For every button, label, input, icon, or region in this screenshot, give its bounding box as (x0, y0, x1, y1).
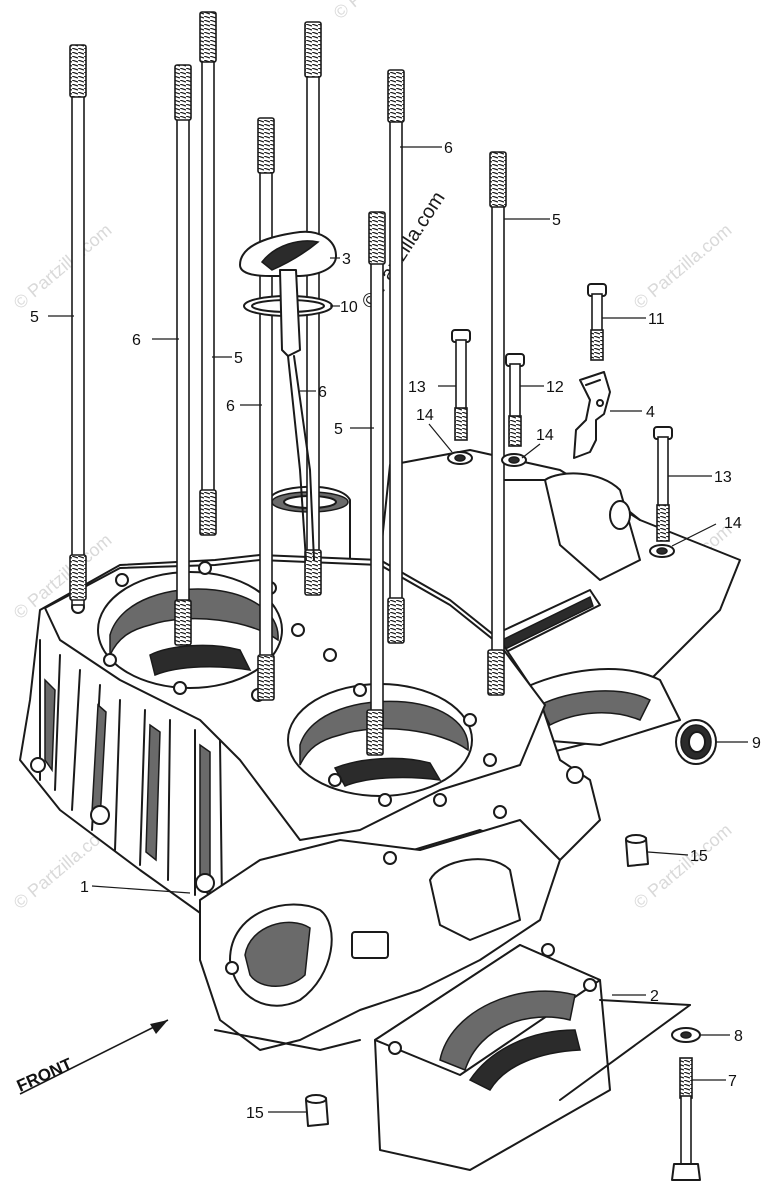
callout-6: 6 (444, 140, 453, 157)
callout-6: 6 (318, 384, 327, 401)
callout-6: 6 (132, 332, 141, 349)
small-hardware (447, 283, 675, 558)
washer-and-bolt (671, 1027, 701, 1181)
front-label: FRONT (14, 1054, 76, 1095)
watermark-text: © Partzilla.com (10, 220, 116, 313)
oil-filler-cap-assembly (239, 230, 337, 561)
stud-set (69, 11, 507, 756)
callout-labels: 5 6 5 6 6 5 6 5 3 10 11 12 13 4 14 14 13… (30, 140, 761, 1122)
callout-13: 13 (408, 379, 426, 396)
callout-14: 14 (536, 427, 554, 444)
callout-5: 5 (30, 309, 39, 326)
watermark-text: © Partzilla.com (630, 220, 736, 313)
callout-13: 13 (714, 469, 732, 486)
bearing-cap (374, 943, 691, 1171)
watermark-text: © Partzilla.com (330, 0, 436, 23)
callout-2: 2 (650, 988, 659, 1005)
callout-11: 11 (648, 311, 665, 328)
callout-5: 5 (552, 212, 561, 229)
front-direction-indicator: FRONT (14, 1019, 169, 1096)
callout-5: 5 (234, 350, 243, 367)
dowel-pins (305, 834, 649, 1127)
callout-14: 14 (724, 515, 742, 532)
callout-8: 8 (734, 1028, 743, 1045)
callout-9: 9 (752, 735, 761, 752)
oil-seal (675, 719, 717, 765)
callout-7: 7 (728, 1073, 737, 1090)
callout-3: 3 (342, 251, 351, 268)
callout-15: 15 (246, 1105, 264, 1122)
callout-14: 14 (416, 407, 434, 424)
callout-15: 15 (690, 848, 708, 865)
callout-6: 6 (226, 398, 235, 415)
callout-10: 10 (340, 299, 358, 316)
watermark-text: © Partzilla.com (630, 820, 736, 913)
leader-lines (48, 146, 748, 1113)
callout-5: 5 (334, 421, 343, 438)
callout-1: 1 (80, 879, 89, 896)
callout-4: 4 (646, 404, 655, 421)
callout-12: 12 (546, 379, 564, 396)
